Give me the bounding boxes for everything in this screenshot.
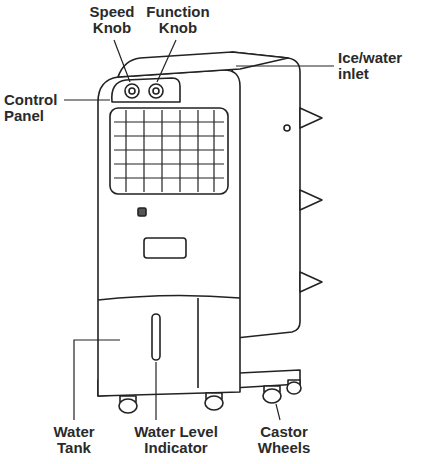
side-panel xyxy=(232,52,300,338)
logo xyxy=(138,208,146,216)
leader-line xyxy=(64,99,110,100)
knob-cap xyxy=(129,88,135,94)
part-label: Function Knob xyxy=(136,4,220,36)
part-label: Water Level Indicator xyxy=(116,424,236,456)
part-label: Control Panel xyxy=(4,92,66,124)
leader-line xyxy=(155,362,156,420)
leader-line xyxy=(157,40,176,82)
part-label: Castor Wheels xyxy=(246,424,322,456)
grille xyxy=(110,108,228,194)
leader-line xyxy=(74,340,120,420)
front-face xyxy=(98,70,240,396)
castor-wheel xyxy=(119,396,137,413)
function-knob xyxy=(149,84,163,98)
part-label: Ice/water inlet xyxy=(338,50,416,82)
speed-knob xyxy=(125,84,139,98)
leader-line xyxy=(114,40,130,82)
top-lid xyxy=(118,52,288,77)
side-louver xyxy=(300,272,322,292)
side-knob xyxy=(284,125,290,131)
castor-wheel xyxy=(287,380,301,394)
leader-line xyxy=(276,404,280,420)
part-label: Water Tank xyxy=(36,424,112,456)
tank-seam xyxy=(98,295,240,300)
leader-line xyxy=(236,65,334,66)
display-window xyxy=(144,238,186,258)
knob-cap xyxy=(153,88,159,94)
part-label: Speed Knob xyxy=(77,4,147,36)
control-panel xyxy=(112,78,180,102)
tank-seam xyxy=(197,298,199,388)
water-level-slot xyxy=(152,314,160,360)
side-louver xyxy=(300,108,322,128)
castor-wheel xyxy=(205,393,223,410)
side-louver xyxy=(300,190,322,210)
castor-wheel xyxy=(263,386,281,403)
